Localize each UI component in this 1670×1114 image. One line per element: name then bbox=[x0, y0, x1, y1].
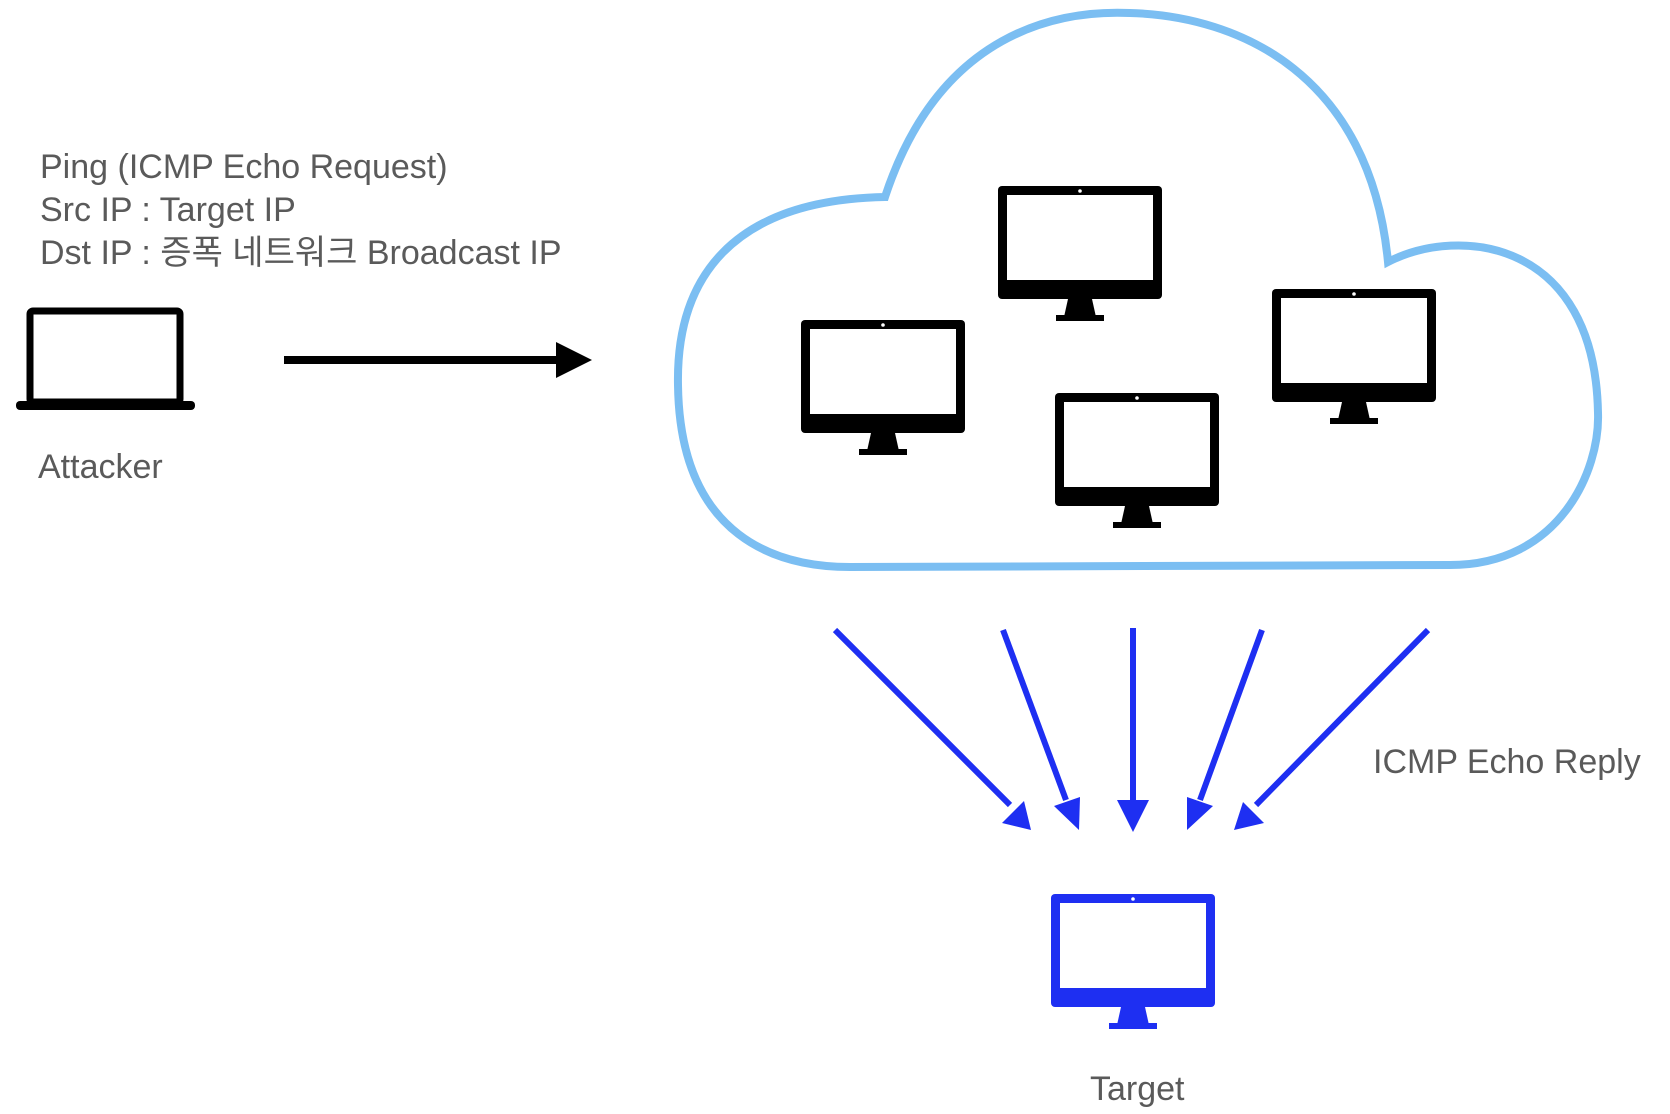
host-monitor-icon bbox=[1272, 289, 1436, 424]
target-monitor-icon bbox=[1051, 894, 1215, 1029]
request-arrow bbox=[284, 342, 592, 378]
host-monitor-icon bbox=[801, 320, 965, 455]
reply-label: ICMP Echo Reply bbox=[1373, 743, 1641, 781]
reply-arrows bbox=[832, 627, 1431, 832]
attacker-label: Attacker bbox=[38, 448, 163, 486]
host-monitor-icon bbox=[998, 186, 1162, 321]
laptop-icon bbox=[16, 307, 195, 410]
reply-arrow bbox=[1187, 628, 1265, 830]
reply-arrow bbox=[1000, 628, 1080, 830]
reply-arrow bbox=[1234, 627, 1431, 830]
request-line-src: Src IP : Target IP bbox=[40, 191, 296, 229]
cloud-icon bbox=[673, 8, 1603, 572]
target-label: Target bbox=[1090, 1070, 1185, 1108]
reply-arrow bbox=[832, 627, 1031, 830]
reply-arrow bbox=[1117, 628, 1149, 832]
request-line-dst: Dst IP : 증폭 네트워크 Broadcast IP bbox=[40, 234, 562, 272]
request-line-protocol: Ping (ICMP Echo Request) bbox=[40, 148, 448, 186]
host-monitor-icon bbox=[1055, 393, 1219, 528]
request-description: Ping (ICMP Echo Request) Src IP : Target… bbox=[40, 146, 562, 275]
